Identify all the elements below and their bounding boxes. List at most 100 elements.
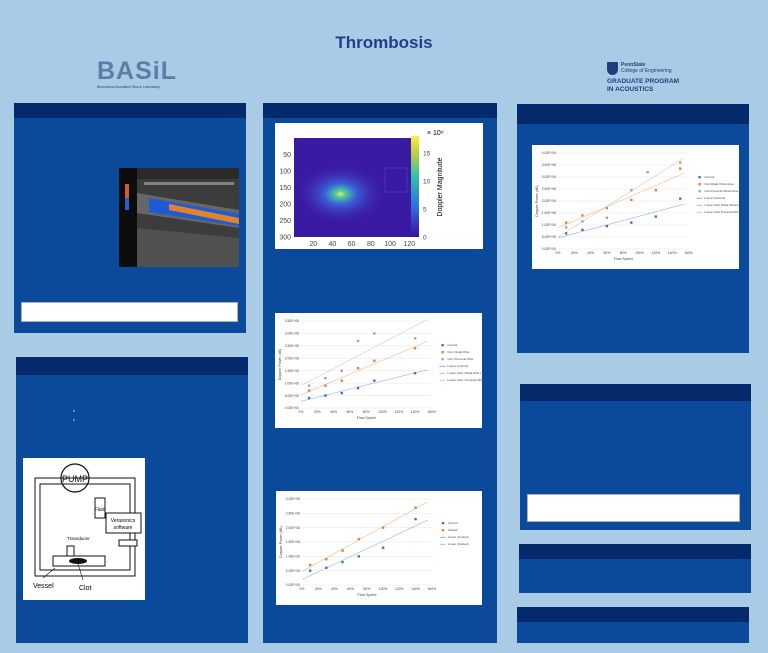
data-point <box>307 396 311 400</box>
map-colorbar-tick-label: 15 <box>423 150 431 157</box>
data-point <box>605 225 609 228</box>
map-y-tick-label: 300 <box>279 235 291 242</box>
trendline <box>557 172 685 229</box>
pump-label: PUMP <box>62 474 88 484</box>
legend-entry: Linear (Clot Proximal Obstructive) <box>704 210 739 214</box>
map-x-tick-label: 120 <box>403 241 415 248</box>
psu-logo-line2: College of Engineering <box>621 68 672 74</box>
data-point <box>373 359 376 362</box>
panel-header <box>263 103 497 118</box>
x-axis-label: Flow Speed <box>614 257 633 261</box>
y-tick-label: 3.00E+06 <box>285 332 299 336</box>
y-tick-label: 2.50E+06 <box>286 512 300 516</box>
psu-logo-line3: GRADUATE PROGRAM <box>607 78 680 85</box>
map-colorbar-tick-label: 10 <box>423 178 431 185</box>
legend-marker <box>698 190 701 193</box>
y-tick-label: 5.00E+05 <box>286 569 300 573</box>
y-tick-label: 0.00E+00 <box>542 247 556 251</box>
x-tick-label: 100% <box>379 587 388 591</box>
legend-entry: Clot, Distal Obst. <box>447 350 470 354</box>
y-tick-label: 2.00E+06 <box>542 199 556 203</box>
data-point <box>308 563 312 567</box>
y-axis-label: Doppler Power (dB) <box>279 526 283 558</box>
trendline <box>300 341 428 396</box>
y-tick-label: 1.50E+06 <box>285 369 299 373</box>
data-point <box>581 214 584 217</box>
basil-logo-tagline: Biomedical Acoustics Shock Laboratory <box>97 85 160 89</box>
legend-marker <box>698 183 701 186</box>
data-point <box>413 372 417 375</box>
basil-logo-word: BASiL <box>97 57 177 85</box>
legend-entry: Control <box>447 343 457 347</box>
map-x-tick-label: 100 <box>384 241 396 248</box>
data-point <box>581 220 584 223</box>
data-point <box>373 379 376 382</box>
x-tick-label: 100% <box>378 410 387 414</box>
y-tick-label: 5.00E+05 <box>285 394 299 398</box>
data-point <box>654 189 658 192</box>
map-y-tick-label: 50 <box>283 152 291 159</box>
data-point <box>679 167 682 170</box>
chart-1-svg: 0.00E+005.00E+051.00E+061.50E+062.00E+06… <box>535 151 739 261</box>
x-tick-label: 120% <box>395 587 404 591</box>
y-tick-label: 0.00E+00 <box>285 406 299 410</box>
legend-entry: Linear (Clotted) <box>448 542 469 546</box>
map-colorbar-label: Doppler Magnitude <box>437 157 444 216</box>
x-tick-label: 80% <box>363 410 370 414</box>
data-point <box>357 537 360 541</box>
panel-acknowledgements <box>517 607 749 643</box>
legend-entry: Linear (Control) <box>447 364 468 368</box>
x-tick-label: 20% <box>315 587 322 591</box>
data-point <box>324 394 327 397</box>
panel-header <box>519 544 751 559</box>
data-point <box>325 558 328 561</box>
bullet-dots: ·· <box>72 405 76 426</box>
legend-entry: Linear (Control) <box>704 196 725 200</box>
map-x-tick-label: 40 <box>329 241 337 248</box>
data-point <box>307 384 311 387</box>
legend-marker <box>441 351 444 354</box>
data-point <box>341 560 344 564</box>
data-point <box>564 221 568 224</box>
x-tick-label: 20% <box>571 251 578 255</box>
panel-future-work <box>519 544 751 593</box>
x-tick-label: 140% <box>411 587 420 591</box>
x-tick-label: 100% <box>635 251 644 255</box>
y-tick-label: 2.50E+06 <box>285 344 299 348</box>
x-axis-label: Flow Speed <box>357 593 376 597</box>
x-tick-label: 160% <box>427 587 436 591</box>
panel-header <box>16 357 248 375</box>
psu-shield-icon <box>607 62 618 75</box>
legend-entry: Clot Proximal Obstructive <box>704 189 738 193</box>
data-point <box>325 566 328 569</box>
legend-entry: Clotted <box>448 528 458 532</box>
map-x-tick-label: 80 <box>367 241 375 248</box>
x-tick-label: 40% <box>587 251 594 255</box>
probe-label: Transducer <box>67 536 90 541</box>
trendline <box>557 157 685 238</box>
experimental-setup-diagram: PUMP Fluid Verasonics software Transduce… <box>23 458 145 600</box>
y-tick-label: 1.00E+06 <box>285 381 299 385</box>
data-point <box>581 228 584 231</box>
map-colorbar-tick-label: 5 <box>423 206 427 213</box>
x-tick-label: 80% <box>363 587 370 591</box>
map-y-tick-label: 200 <box>279 202 291 209</box>
y-tick-label: 5.00E+05 <box>542 235 556 239</box>
x-tick-label: 160% <box>427 410 436 414</box>
map-y-tick-label: 250 <box>279 218 291 225</box>
panel-header <box>14 103 246 118</box>
poster-title: Thrombosis <box>335 33 433 52</box>
data-point <box>308 569 312 572</box>
legend-marker <box>441 344 444 347</box>
x-tick-label: 120% <box>651 251 660 255</box>
x-tick-label: 20% <box>314 410 321 414</box>
trendline <box>557 203 685 239</box>
x-tick-label: 40% <box>331 587 338 591</box>
trendline <box>300 369 428 402</box>
y-tick-label: 2.00E+06 <box>286 526 300 530</box>
data-point <box>564 226 568 229</box>
